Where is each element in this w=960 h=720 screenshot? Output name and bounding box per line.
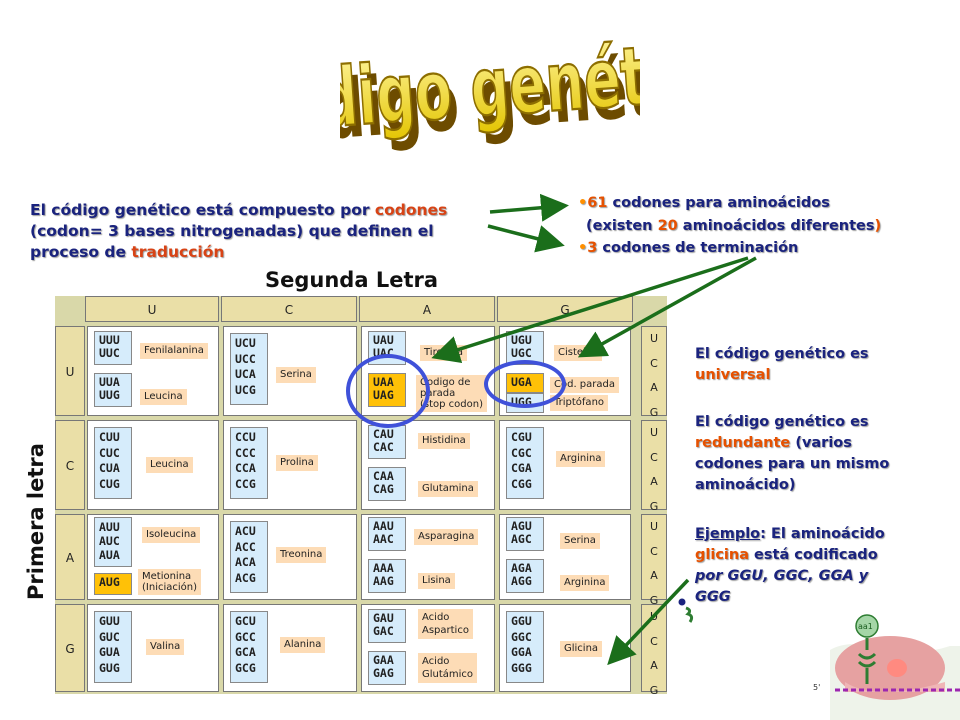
cell-cu: CUU CUC CUA CUG Leucina bbox=[87, 420, 219, 510]
aa-serina-2: Serina bbox=[560, 533, 600, 549]
aa-fenilalanina: Fenilalanina bbox=[140, 343, 208, 359]
codons-aaa-aag: AAA AAG bbox=[368, 559, 406, 593]
codons-gcx: GCU GCC GCA GCG bbox=[230, 611, 268, 683]
codons-aau-aac: AAU AAC bbox=[368, 517, 406, 551]
codons-gaa-gag: GAA GAG bbox=[368, 651, 406, 685]
row-head-g: G bbox=[55, 604, 85, 692]
codons-cux: CUU CUC CUA CUG bbox=[94, 427, 132, 499]
mrna-5prime-label: 5' bbox=[813, 683, 820, 692]
aa-histidina: Histidina bbox=[418, 433, 470, 449]
cell-au: AUU AUC AUA AUG Isoleucina Metionina (In… bbox=[87, 514, 219, 600]
svg-text:Primera letra: Primera letra bbox=[24, 443, 48, 600]
aa-metionina-iniciacion: Metionina (Iniciación) bbox=[138, 569, 202, 595]
intro-text: El código genético está compuesto por co… bbox=[30, 200, 490, 263]
codons-aga-agg: AGA AGG bbox=[506, 559, 544, 593]
aa-acido-aspartico: Acido Aspartico bbox=[418, 609, 473, 639]
title-wordart: Código genético Código genético bbox=[340, 23, 640, 164]
cell-ca: CAU CAC CAA CAG Histidina Glutamina bbox=[361, 420, 495, 510]
bullet-20-aminoacids: (existen 20 aminoácidos diferentes) bbox=[586, 218, 882, 234]
codons-acx: ACU ACC ACA ACG bbox=[230, 521, 268, 593]
aa-acido-glutamico: Acido Glutámico bbox=[418, 653, 478, 683]
aa-serina: Serina bbox=[276, 367, 316, 383]
codons-uua-uug: UUA UUG bbox=[94, 373, 132, 407]
arrow-to-61-codons bbox=[489, 193, 569, 222]
codons-agu-agc: AGU AGC bbox=[506, 517, 544, 551]
col-head-g: G bbox=[497, 296, 633, 322]
aa-glutamina: Glutamina bbox=[418, 481, 478, 497]
aa-treonina: Treonina bbox=[276, 547, 327, 563]
codons-gau-gac: GAU GAC bbox=[368, 609, 406, 643]
bullet-61-codons: •61 codones para aminoácidos bbox=[578, 195, 830, 211]
codons-ggx-glicina: GGU GGC GGA GGG bbox=[506, 611, 544, 683]
col-head-c: C bbox=[221, 296, 357, 322]
aa-leucina: Leucina bbox=[140, 389, 187, 405]
codons-ucx: UCU UCC UCA UCG bbox=[230, 333, 268, 405]
aa-cisteina: Cisteina bbox=[554, 345, 603, 361]
codon-aug: AUG bbox=[94, 573, 132, 595]
codons-caa-cag: CAA CAG bbox=[368, 467, 406, 501]
intro-line1: El código genético está compuesto por co… bbox=[30, 201, 448, 219]
second-letter-label: Segunda Letra bbox=[265, 268, 439, 292]
aa-tirosina: Tirosina bbox=[420, 345, 468, 361]
trna-icon bbox=[678, 598, 694, 623]
codons-ccx: CCU CCC CCA CCG bbox=[230, 427, 268, 499]
codones-word: codones bbox=[374, 201, 448, 219]
arrow-to-3-stop bbox=[487, 224, 565, 253]
row-head-c: C bbox=[55, 420, 85, 510]
aa-arginina-2: Arginina bbox=[560, 575, 610, 591]
aa1-label: aa1 bbox=[858, 622, 873, 631]
cell-gc: GCU GCC GCA GCG Alanina bbox=[223, 604, 357, 692]
cell-cg: CGU CGC CGA CGG Arginina bbox=[499, 420, 631, 510]
aa-valina: Valina bbox=[146, 639, 185, 655]
cell-cc: CCU CCC CCA CCG Prolina bbox=[223, 420, 357, 510]
aa-prolina: Prolina bbox=[276, 455, 318, 471]
cell-gg: GGU GGC GGA GGG Glicina bbox=[499, 604, 631, 692]
codons-auu-auc-aua: AUU AUC AUA bbox=[94, 517, 132, 567]
col-head-a: A bbox=[359, 296, 495, 322]
aa-glicina: Glicina bbox=[560, 641, 603, 657]
aa-asparagina: Asparagina bbox=[414, 529, 479, 545]
intro-line2: (codon= 3 bases nitrogenadas) que define… bbox=[30, 222, 434, 240]
aa-lisina: Lisina bbox=[418, 573, 455, 589]
aa-arginina: Arginina bbox=[556, 451, 606, 467]
stop-codon-ring-uga bbox=[484, 360, 566, 408]
cell-uc: UCU UCC UCA UCG Serina bbox=[223, 326, 357, 416]
cell-ga: GAU GAC GAA GAG Acido Aspartico Acido Gl… bbox=[361, 604, 495, 692]
cell-ag: AGU AGC AGA AGG Serina Arginina bbox=[499, 514, 631, 600]
row-head-a: A bbox=[55, 514, 85, 600]
aa-alanina: Alanina bbox=[280, 637, 326, 653]
codons-cgx: CGU CGC CGA CGG bbox=[506, 427, 544, 499]
aa-isoleucina: Isoleucina bbox=[142, 527, 201, 543]
row-head-u: U bbox=[55, 326, 85, 416]
aa-triptofano: Triptófano bbox=[550, 395, 609, 411]
stop-codon-ring-uaa-uag bbox=[346, 354, 430, 428]
aa-leucina-2: Leucina bbox=[146, 457, 193, 473]
cell-uu: UUU UUC UUA UUG Fenilalanina Leucina bbox=[87, 326, 219, 416]
cell-aa: AAU AAC AAA AAG Asparagina Lisina bbox=[361, 514, 495, 600]
codons-uuu-uuc: UUU UUC bbox=[94, 331, 132, 365]
ribosome-illustration: 5' aa1 bbox=[813, 614, 960, 720]
intro-line3: proceso de traducción bbox=[30, 243, 225, 261]
col-head-u: U bbox=[85, 296, 219, 322]
codons-gux: GUU GUC GUA GUG bbox=[94, 611, 132, 683]
cell-ac: ACU ACC ACA ACG Treonina bbox=[223, 514, 357, 600]
codons-cau-cac: CAU CAC bbox=[368, 425, 406, 459]
bullet-3-stop-codons: •3 codones de terminación bbox=[578, 240, 799, 256]
cell-gu: GUU GUC GUA GUG Valina bbox=[87, 604, 219, 692]
first-letter-label: Primera letra bbox=[24, 443, 48, 600]
traduccion-word: traducción bbox=[131, 243, 225, 261]
aa-cod-parada: Cod. parada bbox=[550, 377, 619, 393]
